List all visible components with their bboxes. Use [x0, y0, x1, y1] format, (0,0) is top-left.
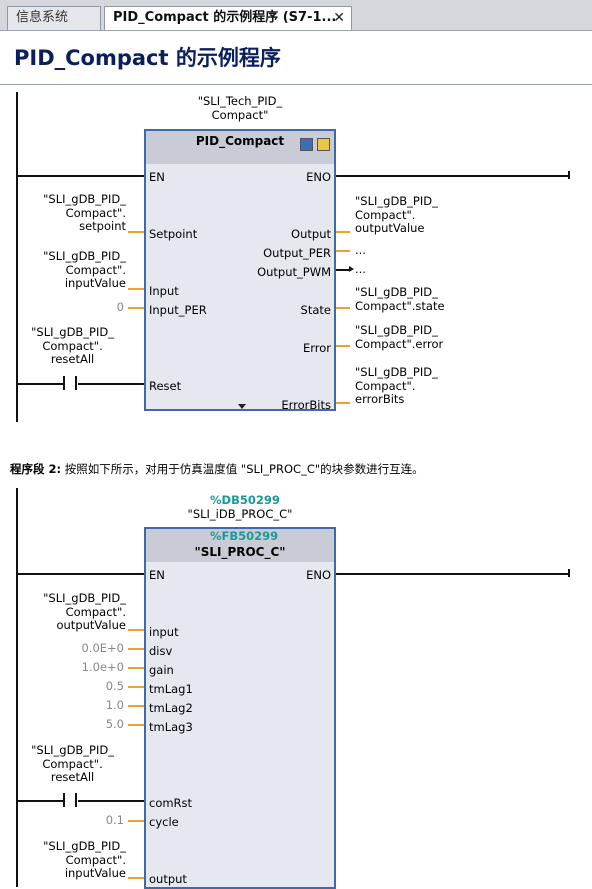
- pin-input: Input: [149, 284, 179, 298]
- input-wire-2: [128, 629, 144, 631]
- en-wire-2: [18, 573, 144, 575]
- rung-end-2: [568, 569, 570, 577]
- comrst-contact-icon[interactable]: [63, 793, 77, 807]
- editor-tab-bar: 信息系统 PID_Compact 的示例程序 (S7-1... ✕: [0, 0, 592, 31]
- pin-output: Output: [291, 227, 331, 241]
- pin-output-per: Output_PER: [263, 246, 331, 260]
- tmlag1-const[interactable]: 0.5: [105, 679, 124, 693]
- pin-disv: disv: [149, 644, 173, 658]
- gain-const[interactable]: 1.0e+0: [81, 660, 124, 674]
- cube-icon[interactable]: [300, 138, 313, 151]
- tmlag1-wire: [128, 686, 144, 688]
- pin-errorbits: ErrorBits: [281, 398, 331, 412]
- state-wire: [336, 307, 350, 309]
- eno-wire-2: [336, 573, 568, 575]
- db-ref: %DB50299: [210, 493, 280, 507]
- cycle-const[interactable]: 0.1: [105, 813, 124, 827]
- pin-eno: ENO: [306, 170, 331, 184]
- instance-db-tag-2[interactable]: "SLI_iDB_PROC_C": [187, 507, 293, 521]
- tmlag2-wire: [128, 705, 144, 707]
- output-wire: [336, 231, 350, 233]
- output-per-wire: [336, 250, 350, 252]
- output-pwm-arrow-icon: [349, 266, 354, 272]
- reset-tag[interactable]: "SLI_gDB_PID_ Compact". resetAll: [31, 325, 114, 366]
- pin-gain: gain: [149, 663, 174, 677]
- block-name: PID_Compact: [195, 134, 285, 148]
- divider: [0, 84, 592, 85]
- error-tag[interactable]: "SLI_gDB_PID_ Compact".error: [355, 323, 444, 351]
- pin-en: EN: [149, 568, 165, 582]
- tmlag3-wire: [128, 724, 144, 726]
- pin-tmlag3: tmLag3: [149, 720, 193, 734]
- output-wire-2: [128, 877, 144, 879]
- pin-setpoint: Setpoint: [149, 227, 198, 241]
- output-pwm-tag[interactable]: ...: [355, 262, 366, 276]
- setpoint-wire: [128, 231, 144, 233]
- pin-tmlag1: tmLag1: [149, 682, 193, 696]
- cycle-wire: [128, 820, 144, 822]
- output-per-tag[interactable]: ...: [355, 243, 366, 257]
- tab-label: 信息系统: [16, 10, 69, 25]
- pin-error: Error: [302, 341, 331, 355]
- output-tag[interactable]: "SLI_gDB_PID_ Compact". outputValue: [355, 194, 438, 235]
- pin-en: EN: [149, 170, 165, 184]
- reset-rung-wire: [18, 383, 64, 385]
- pin-output-pwm: Output_PWM: [257, 265, 331, 279]
- pin-reset: Reset: [149, 379, 182, 393]
- tmlag3-const[interactable]: 5.0: [105, 717, 124, 731]
- disv-wire: [128, 648, 144, 650]
- network-2-comment: 按照如下所示，对用于仿真温度值 "SLI_PROC_C"的块参数进行互连。: [64, 462, 424, 476]
- close-icon[interactable]: ✕: [333, 10, 345, 26]
- block-name: "SLI_PROC_C": [194, 545, 286, 559]
- input-tag-2[interactable]: "SLI_gDB_PID_ Compact". outputValue: [43, 591, 126, 632]
- pin-state: State: [300, 303, 331, 317]
- group-icon[interactable]: [317, 138, 330, 151]
- input-tag[interactable]: "SLI_gDB_PID_ Compact". inputValue: [43, 249, 126, 290]
- output-pwm-wire: [336, 269, 350, 271]
- pin-output: output: [149, 872, 187, 886]
- pin-cycle: cycle: [149, 815, 179, 829]
- expand-arrow-icon[interactable]: [238, 404, 246, 409]
- disv-const[interactable]: 0.0E+0: [81, 641, 124, 655]
- eno-wire: [336, 175, 568, 177]
- fb-ref: %FB50299: [210, 529, 279, 543]
- network-2-label: 程序段 2:: [10, 462, 62, 476]
- setpoint-tag[interactable]: "SLI_gDB_PID_ Compact". setpoint: [43, 192, 126, 233]
- block-header: [146, 529, 334, 562]
- page-title: PID_Compact 的示例程序: [14, 46, 281, 70]
- pin-tmlag2: tmLag2: [149, 701, 193, 715]
- pin-comrst: comRst: [149, 796, 193, 810]
- tmlag2-const[interactable]: 1.0: [105, 698, 124, 712]
- reset-wire: [78, 383, 144, 385]
- pin-input: input: [149, 625, 179, 639]
- pin-eno: ENO: [306, 568, 331, 582]
- input-per-wire: [128, 307, 144, 309]
- comrst-wire: [78, 800, 144, 802]
- rung-end: [568, 171, 570, 179]
- input-per-const[interactable]: 0: [116, 300, 124, 314]
- reset-contact-icon[interactable]: [63, 376, 77, 390]
- sli-proc-c-block[interactable]: %FB50299 "SLI_PROC_C" EN ENO input disv …: [144, 527, 336, 889]
- state-tag[interactable]: "SLI_gDB_PID_ Compact".state: [355, 285, 445, 313]
- tab-info-system[interactable]: 信息系统: [7, 6, 101, 30]
- errorbits-wire: [336, 402, 350, 404]
- tab-label: PID_Compact 的示例程序 (S7-1...: [113, 10, 337, 25]
- pid-compact-block[interactable]: PID_Compact EN ENO Setpoint Input Input_…: [144, 129, 336, 412]
- en-wire: [18, 175, 144, 177]
- power-rail: [16, 92, 18, 422]
- input-wire: [128, 288, 144, 290]
- tab-pid-compact-example[interactable]: PID_Compact 的示例程序 (S7-1... ✕: [104, 6, 352, 30]
- gain-wire: [128, 667, 144, 669]
- pin-input-per: Input_PER: [149, 303, 207, 317]
- network-2-title: 程序段 2: 按照如下所示，对用于仿真温度值 "SLI_PROC_C"的块参数进…: [10, 461, 424, 477]
- instance-db-tag: "SLI_Tech_PID_ Compact": [197, 94, 283, 122]
- errorbits-tag[interactable]: "SLI_gDB_PID_ Compact". errorBits: [355, 365, 438, 406]
- comrst-tag[interactable]: "SLI_gDB_PID_ Compact". resetAll: [31, 743, 114, 784]
- error-wire: [336, 345, 350, 347]
- output-tag-2[interactable]: "SLI_gDB_PID_ Compact". inputValue: [43, 839, 126, 880]
- power-rail-2: [16, 488, 18, 887]
- comrst-rung-wire: [18, 800, 64, 802]
